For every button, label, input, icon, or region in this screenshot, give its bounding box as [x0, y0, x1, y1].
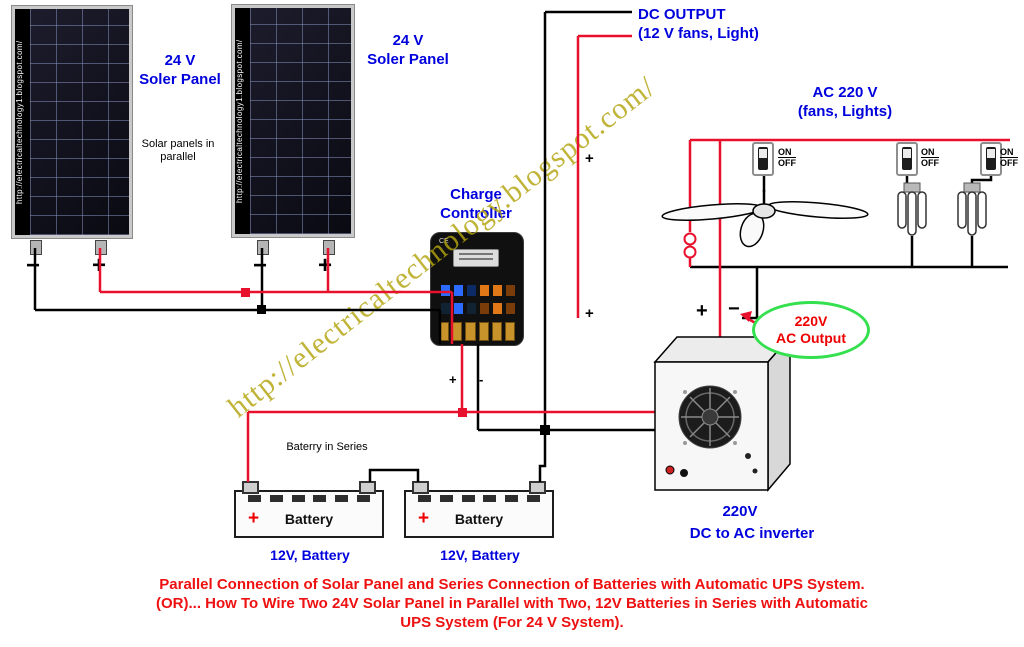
solar-panel-1-cells [30, 9, 129, 235]
parallel-note-line2: parallel [160, 151, 196, 163]
inverter-fan-grille [678, 385, 742, 449]
cfl-bulb-1 [897, 182, 927, 236]
switch-bulb-1-onoff: ON OFF [921, 147, 939, 168]
inverter-minus-sign: − [728, 298, 740, 320]
battery-1-plus-sign: + [248, 508, 260, 529]
parallel-note: Solar panels in parallel [128, 138, 228, 164]
switch-fan-on-label: ON [778, 147, 792, 157]
switch-bulb-1 [896, 142, 918, 176]
battery-2-minus-terminal [529, 481, 546, 494]
switch-fan-off-label: OFF [778, 157, 796, 168]
battery-2-plus-terminal [412, 481, 429, 494]
battery-1-minus-terminal [359, 481, 376, 494]
inverter-name-label: DC to AC inverter [689, 525, 815, 542]
solar-panel-1: http://electricaltechnology1.blogspot.co… [11, 5, 133, 239]
junction-red-battery [458, 408, 467, 417]
dc-output-line2: (12 V fans, Light) [638, 24, 759, 42]
controller-display [453, 249, 499, 267]
inverter-terminal-black [680, 469, 688, 477]
battery-1-plus-terminal [242, 481, 259, 494]
panel2-subtitle: Soler Panel [367, 50, 449, 68]
panel1-subtitle: Soler Panel [139, 70, 221, 88]
panel2-title: 24 V [392, 32, 424, 49]
panel1-label: 24 V Soler Panel [134, 52, 226, 90]
battery-1-label: 12V, Battery [270, 547, 350, 563]
charge-controller-label: Charge Controller [430, 186, 522, 224]
ac-output-bubble-line1: 220V [794, 313, 828, 329]
switch-bulb-2-toggle [986, 147, 996, 170]
junction-black-dc [540, 425, 550, 435]
battery-1: + Battery [234, 481, 384, 538]
inverter-terminal-red [665, 465, 675, 475]
battery-2: + Battery [404, 481, 554, 538]
panel1-minus-sign: − [26, 252, 41, 279]
solar-panel-1-side-text: http://electricaltechnology1.blogspot.co… [15, 9, 30, 235]
dc-plus-upper: + [585, 150, 594, 167]
switch-bulb-1-toggle [902, 147, 912, 170]
switch-bulb-1-off-label: OFF [921, 157, 939, 168]
charge-controller: CE [430, 232, 524, 346]
parallel-note-line1: Solar panels in [141, 138, 215, 150]
battery-2-caps [418, 495, 540, 502]
panel2-minus-sign: − [253, 252, 268, 279]
controller-indicator-row-1 [441, 285, 515, 296]
ceiling-fan [661, 190, 869, 248]
caption: Parallel Connection of Solar Panel and S… [20, 575, 1004, 632]
panel1-plus-sign: + [92, 252, 107, 279]
ac-output-bubble: 220V AC Output [752, 301, 870, 359]
solar-panel-2: http://electricaltechnology1.blogspot.co… [231, 4, 355, 238]
inverter-plus-sign: + [696, 300, 708, 322]
panel1-title: 24 V [164, 52, 196, 69]
solar-panel-2-cells [250, 8, 351, 234]
controller-terminals [439, 322, 516, 341]
controller-indicator-row-2 [441, 303, 515, 314]
battery-2-label: 12V, Battery [440, 547, 520, 563]
battery-2-name: Battery [454, 511, 504, 527]
caption-line1: Parallel Connection of Solar Panel and S… [159, 576, 865, 593]
switch-fan-onoff: ON OFF [778, 147, 796, 168]
panel2-plus-sign: + [318, 252, 333, 279]
switch-fan-toggle [758, 147, 768, 170]
dc-plus-lower: + [585, 305, 594, 322]
charge-controller-label-line2: Controller [440, 204, 512, 222]
switch-bulb-2-off-label: OFF [1000, 157, 1018, 168]
switch-fan [752, 142, 774, 176]
inverter-voltage-label: 220V [722, 503, 758, 520]
switch-bulb-1-on-label: ON [921, 147, 935, 157]
controller-out-plus: + [449, 372, 457, 387]
controller-out-minus: - [479, 372, 484, 387]
caption-line3: UPS System (For 24 V System). [400, 614, 624, 631]
junction-red-panels [241, 288, 250, 297]
ac-output-bubble-line2: AC Output [776, 330, 846, 346]
cfl-bulb-2 [957, 182, 987, 236]
dc-output-label: DC OUTPUT (12 V fans, Light) [638, 6, 768, 44]
battery-series-note: Baterry in Series [286, 441, 368, 453]
ac-220v-line1: AC 220 V [812, 84, 878, 101]
wire-connector [683, 232, 697, 259]
junction-black-panels [257, 305, 266, 314]
battery-1-name: Battery [284, 511, 334, 527]
panel2-label: 24 V Soler Panel [358, 32, 458, 70]
switch-bulb-2-on-label: ON [1000, 147, 1014, 157]
ac-220v-label: AC 220 V (fans, Lights) [785, 84, 905, 122]
ac-220v-line2: (fans, Lights) [797, 102, 893, 120]
solar-panel-2-side-text: http://electricaltechnology1.blogspot.co… [235, 8, 250, 234]
controller-ce-mark: CE [439, 238, 449, 245]
inverter [653, 335, 792, 493]
dc-output-line1: DC OUTPUT [638, 6, 726, 23]
charge-controller-label-line1: Charge [450, 186, 502, 203]
caption-line2: (OR)... How To Wire Two 24V Solar Panel … [156, 595, 868, 612]
battery-2-plus-sign: + [418, 508, 430, 529]
switch-bulb-2-onoff: ON OFF [1000, 147, 1018, 168]
battery-1-caps [248, 495, 370, 502]
switch-bulb-2 [980, 142, 1002, 176]
